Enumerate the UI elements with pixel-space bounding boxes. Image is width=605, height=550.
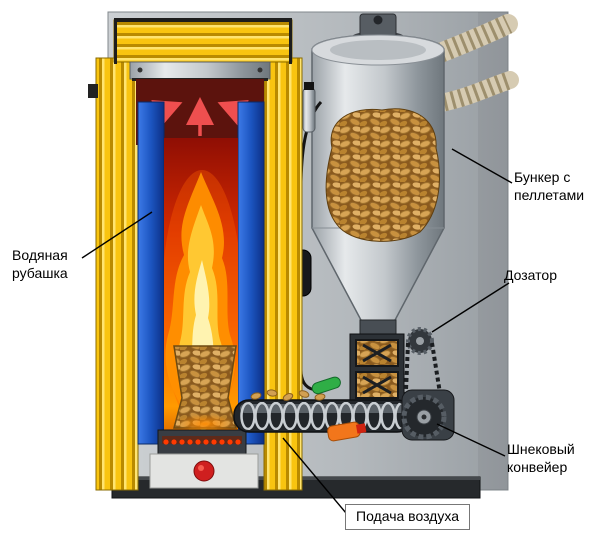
- label-doser: Дозатор: [504, 267, 557, 283]
- leader-pellet-hopper: [451, 148, 513, 184]
- screw-conveyor: [233, 376, 455, 442]
- leader-lines: [81, 148, 513, 514]
- label-water-jacket: Водяная рубашка: [12, 247, 68, 281]
- heat-exchanger-plate: [129, 61, 271, 80]
- casing-top: [113, 19, 293, 63]
- hinge: [88, 84, 98, 98]
- label-screw-conveyor: Шнековый конвейер: [507, 441, 575, 475]
- conveyor-pellets: [250, 389, 326, 401]
- doser-window-top: [355, 339, 399, 367]
- leader-air-supply: [282, 437, 347, 514]
- pellet-pile: [173, 345, 237, 429]
- boiler: [88, 18, 303, 491]
- water-jacket-left: [137, 101, 165, 445]
- burner-glow-holes: [163, 439, 241, 445]
- igniter: [327, 421, 367, 442]
- pellet-hopper: [311, 13, 445, 337]
- doser-window-bottom: [355, 371, 399, 399]
- pipe-fitting: [302, 87, 316, 133]
- hopper-pellets: [325, 108, 440, 242]
- casing-left: [95, 57, 139, 491]
- valve-handle: [311, 376, 341, 395]
- doser-assembly: [349, 327, 445, 415]
- label-air-supply: Подача воздуха: [345, 504, 470, 530]
- label-pellet-hopper: Бункер с пеллетами: [514, 169, 585, 203]
- leader-doser: [431, 282, 510, 333]
- water-jacket-right: [237, 101, 265, 445]
- leader-water-jacket: [81, 211, 153, 259]
- drain-cap: [193, 460, 215, 482]
- leader-screw-conveyor: [436, 423, 506, 457]
